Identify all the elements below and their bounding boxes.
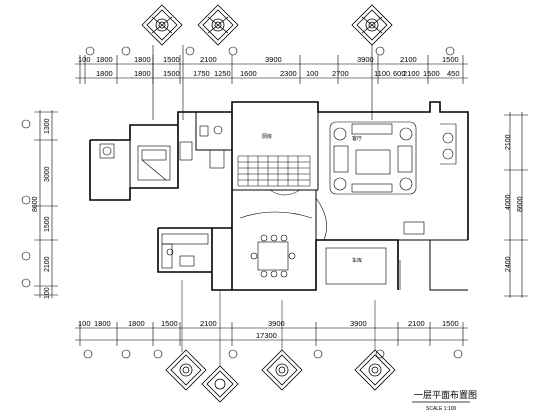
dim-top2-3: 1500 <box>163 69 180 78</box>
dining-furniture <box>239 197 327 278</box>
dim-top-3: 1800 <box>134 55 151 64</box>
dim-top2-12: 2100 <box>403 69 420 78</box>
dim-bottom-7: 3900 <box>350 319 367 328</box>
dim-top2-8: 100 <box>306 69 319 78</box>
exterior-walls <box>89 101 469 291</box>
dim-top2-2: 1800 <box>134 69 151 78</box>
dim-top2-11: 600 <box>393 69 406 78</box>
dim-bottom-3: 1800 <box>128 319 145 328</box>
dim-right-2: 4000 <box>505 194 512 210</box>
dim-right-1: 2100 <box>505 134 512 150</box>
drawing-scale: SCALE 1:100 <box>426 406 457 412</box>
dim-top2-9: 2700 <box>332 69 349 78</box>
dim-top-4: 1500 <box>163 55 180 64</box>
dim-top2-1: 1800 <box>96 69 113 78</box>
top-ornaments <box>141 4 393 46</box>
dim-top2-10: 1100 <box>374 69 390 78</box>
dim-top2-5: 1250 <box>214 69 231 78</box>
diamond-ornament-icon <box>354 349 396 391</box>
right-dimension-lines <box>504 112 528 298</box>
dim-top-7: 3900 <box>357 55 374 64</box>
dim-top2-7: 2300 <box>280 69 297 78</box>
diamond-ornament-icon <box>351 4 393 46</box>
dim-top2-14: 450 <box>447 69 460 78</box>
dim-top-5: 2100 <box>200 55 217 64</box>
dim-bottom-1: 100 <box>78 319 91 328</box>
diamond-ornament-icon <box>197 4 239 46</box>
kitchen-furniture <box>161 233 209 269</box>
dim-top2-13: 1500 <box>423 69 440 78</box>
dim-left-2: 3000 <box>44 166 51 182</box>
dim-top-8: 2100 <box>400 55 417 64</box>
bedroom-furniture <box>99 125 225 181</box>
diamond-ornament-icon <box>141 4 183 46</box>
room-label-kitchen: 厨房 <box>262 133 272 140</box>
room-label-garage: 车库 <box>352 257 362 264</box>
garage-area <box>325 247 401 290</box>
diamond-ornament-icon <box>165 349 207 391</box>
dim-top-1: 100 <box>78 55 91 64</box>
dim-right-3: 2400 <box>505 256 512 272</box>
dim-bottom-5: 2100 <box>200 319 217 328</box>
dim-top-6: 3900 <box>265 55 282 64</box>
dim-left-total: 8600 <box>32 196 39 212</box>
staircase <box>237 155 311 196</box>
dim-bottom-9: 1500 <box>442 319 459 328</box>
dim-bottom-4: 1500 <box>161 319 178 328</box>
dim-top-2: 1800 <box>96 55 113 64</box>
diamond-ornament-icon <box>201 365 239 403</box>
dim-left-3: 1500 <box>44 216 51 232</box>
dim-bottom-8: 2100 <box>408 319 425 328</box>
room-label-living: 客厅 <box>352 135 362 142</box>
dim-right-total: 8600 <box>517 196 524 212</box>
dim-top2-4: 1750 <box>193 69 210 78</box>
dim-bottom-total: 17300 <box>256 331 277 340</box>
dim-bottom-6: 3900 <box>268 319 285 328</box>
dim-top2-6: 1600 <box>240 69 257 78</box>
dim-top-9: 1500 <box>442 55 459 64</box>
dim-left-1: 1300 <box>44 118 51 134</box>
dim-left-4: 2100 <box>44 256 51 272</box>
interior-walls <box>129 112 468 291</box>
bottom-ornaments <box>165 349 396 403</box>
left-dimension-lines <box>21 110 58 298</box>
living-room-furniture <box>329 121 457 235</box>
diamond-ornament-icon <box>261 349 303 391</box>
bottom-dimension-lines <box>75 322 468 359</box>
drawing-title: 一层平面布置图 <box>414 389 477 400</box>
grid-axis-bubbles-top <box>85 45 455 120</box>
dim-bottom-2: 1800 <box>94 319 111 328</box>
dim-left-5: 100 <box>44 287 51 299</box>
